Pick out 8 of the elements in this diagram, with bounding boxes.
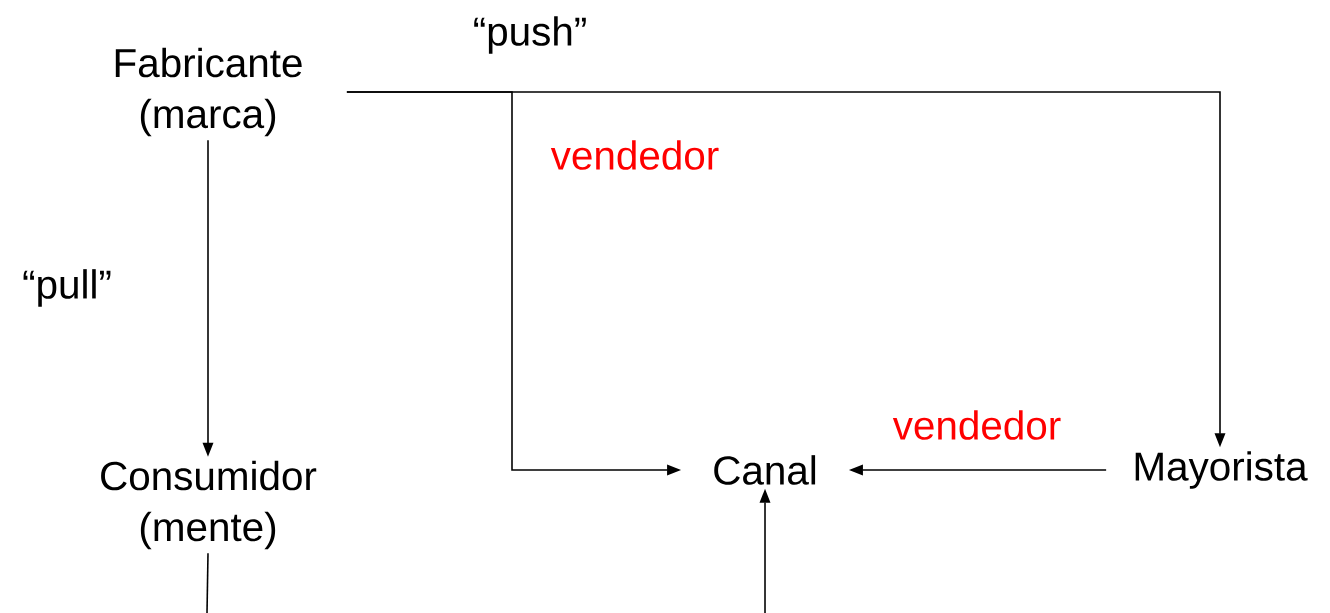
node-label: Mayorista <box>1135 451 1308 489</box>
node-label: Fabricante (marca) <box>115 47 302 137</box>
edge-label: “pull” <box>20 267 114 309</box>
node-label: Consumidor (mente) <box>101 460 317 550</box>
edge-label: vendedor <box>549 138 722 172</box>
node-label: Canal <box>714 455 816 485</box>
edge-label: vendedor <box>891 408 1064 442</box>
edge-label: “push” <box>470 14 590 56</box>
